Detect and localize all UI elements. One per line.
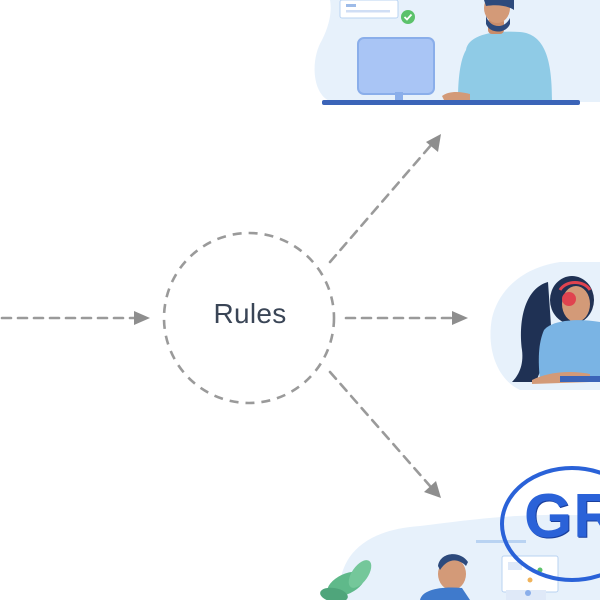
desk-agent-illustration xyxy=(314,0,600,105)
check-badge-icon xyxy=(401,10,415,24)
arrowhead-icon xyxy=(452,311,468,325)
logo-ring xyxy=(500,466,600,582)
plant-icon xyxy=(320,560,372,600)
headset-agent-illustration xyxy=(490,262,600,390)
office-agent-illustration xyxy=(320,514,600,600)
rules-node xyxy=(162,231,336,405)
arrowhead-icon xyxy=(424,481,441,498)
gr-logo: GR xyxy=(524,482,600,551)
connector-to-right xyxy=(344,311,468,325)
connector-to-top xyxy=(328,134,441,264)
arrowhead-icon xyxy=(134,311,150,325)
incoming-connector xyxy=(0,311,150,325)
rules-label: Rules xyxy=(213,298,287,329)
connector-to-bottom xyxy=(328,370,441,498)
arrowhead-icon xyxy=(426,134,441,152)
